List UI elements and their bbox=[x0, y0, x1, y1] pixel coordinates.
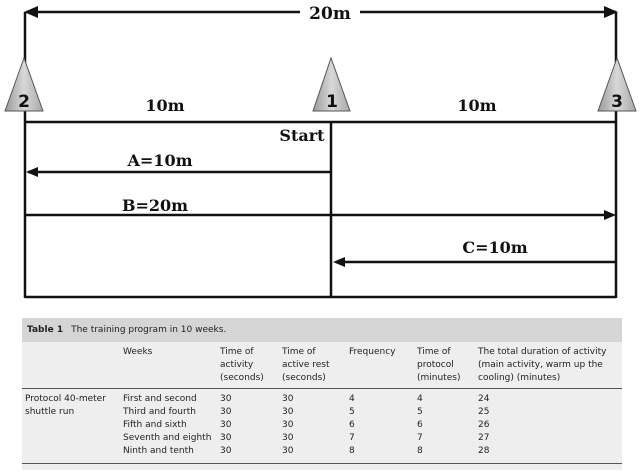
cone-1-number: 1 bbox=[326, 92, 338, 112]
left-distance-label: 10m bbox=[145, 96, 184, 115]
start-label: Start bbox=[279, 126, 325, 145]
cell-total: 27 bbox=[478, 433, 490, 443]
cell-protocol: 7 bbox=[417, 433, 423, 443]
cell-weeks: Third and fourth bbox=[123, 407, 196, 417]
cell-weeks: Ninth and tenth bbox=[123, 446, 194, 456]
cone-2-number: 2 bbox=[18, 92, 30, 112]
cell-rest: 30 bbox=[282, 446, 294, 456]
cell-rest: 30 bbox=[282, 407, 294, 417]
group-label: Protocol 40-meter shuttle run bbox=[25, 394, 106, 417]
cone-2: 2 bbox=[4, 56, 44, 112]
cell-protocol: 6 bbox=[417, 420, 423, 430]
cone-3-number: 3 bbox=[611, 92, 623, 112]
cell-frequency: 8 bbox=[349, 446, 355, 456]
total-distance-label: 20m bbox=[309, 4, 351, 24]
cell-rest: 30 bbox=[282, 420, 294, 430]
cone-1: 1 bbox=[312, 56, 351, 112]
training-program-table: Table 1 The training program in 10 weeks.… bbox=[22, 318, 622, 470]
cell-total: 26 bbox=[478, 420, 490, 430]
cell-activity: 30 bbox=[220, 407, 232, 417]
route-b-label: B=20m bbox=[122, 196, 188, 215]
cell-frequency: 4 bbox=[349, 394, 355, 404]
header-protocol: Time of protocol (minutes) bbox=[417, 347, 461, 383]
cell-weeks: Seventh and eighth bbox=[123, 433, 212, 443]
header-rule bbox=[22, 388, 622, 389]
header-rest: Time of active rest (seconds) bbox=[282, 347, 330, 383]
cell-frequency: 5 bbox=[349, 407, 355, 417]
right-distance-label: 10m bbox=[457, 96, 496, 115]
table-title: The training program in 10 weeks. bbox=[71, 325, 227, 335]
cell-frequency: 7 bbox=[349, 433, 355, 443]
arrowhead-right bbox=[604, 6, 618, 18]
cone-3: 3 bbox=[597, 56, 637, 112]
cell-protocol: 5 bbox=[417, 407, 423, 417]
cell-activity: 30 bbox=[220, 394, 232, 404]
cell-frequency: 6 bbox=[349, 420, 355, 430]
cell-rest: 30 bbox=[282, 433, 294, 443]
route-b-arrowhead bbox=[604, 210, 616, 220]
cell-total: 28 bbox=[478, 446, 490, 456]
header-weeks: Weeks bbox=[123, 347, 153, 357]
bottom-rule bbox=[22, 463, 622, 464]
header-frequency: Frequency bbox=[349, 347, 396, 357]
cell-total: 25 bbox=[478, 407, 490, 417]
table-caption: Table 1 The training program in 10 weeks. bbox=[22, 318, 622, 342]
shuttle-run-diagram: 20m 10m 10m Start A=10m B=20m C=10m 2 1 … bbox=[4, 2, 637, 299]
cell-protocol: 4 bbox=[417, 394, 423, 404]
cell-activity: 30 bbox=[220, 446, 232, 456]
cell-activity: 30 bbox=[220, 433, 232, 443]
cell-rest: 30 bbox=[282, 394, 294, 404]
table-number: Table 1 bbox=[27, 325, 64, 335]
route-c-arrowhead bbox=[333, 257, 345, 267]
arrowhead-left bbox=[24, 6, 38, 18]
cell-weeks: First and second bbox=[123, 394, 197, 404]
cell-protocol: 8 bbox=[417, 446, 423, 456]
cell-total: 24 bbox=[478, 394, 490, 404]
cell-weeks: Fifth and sixth bbox=[123, 420, 187, 430]
header-activity: Time of activity (seconds) bbox=[220, 347, 264, 383]
route-c-label: C=10m bbox=[462, 238, 527, 257]
route-a-arrowhead bbox=[26, 167, 38, 177]
route-a-label: A=10m bbox=[126, 151, 192, 170]
header-total: The total duration of activity (main act… bbox=[478, 347, 607, 383]
cell-activity: 30 bbox=[220, 420, 232, 430]
